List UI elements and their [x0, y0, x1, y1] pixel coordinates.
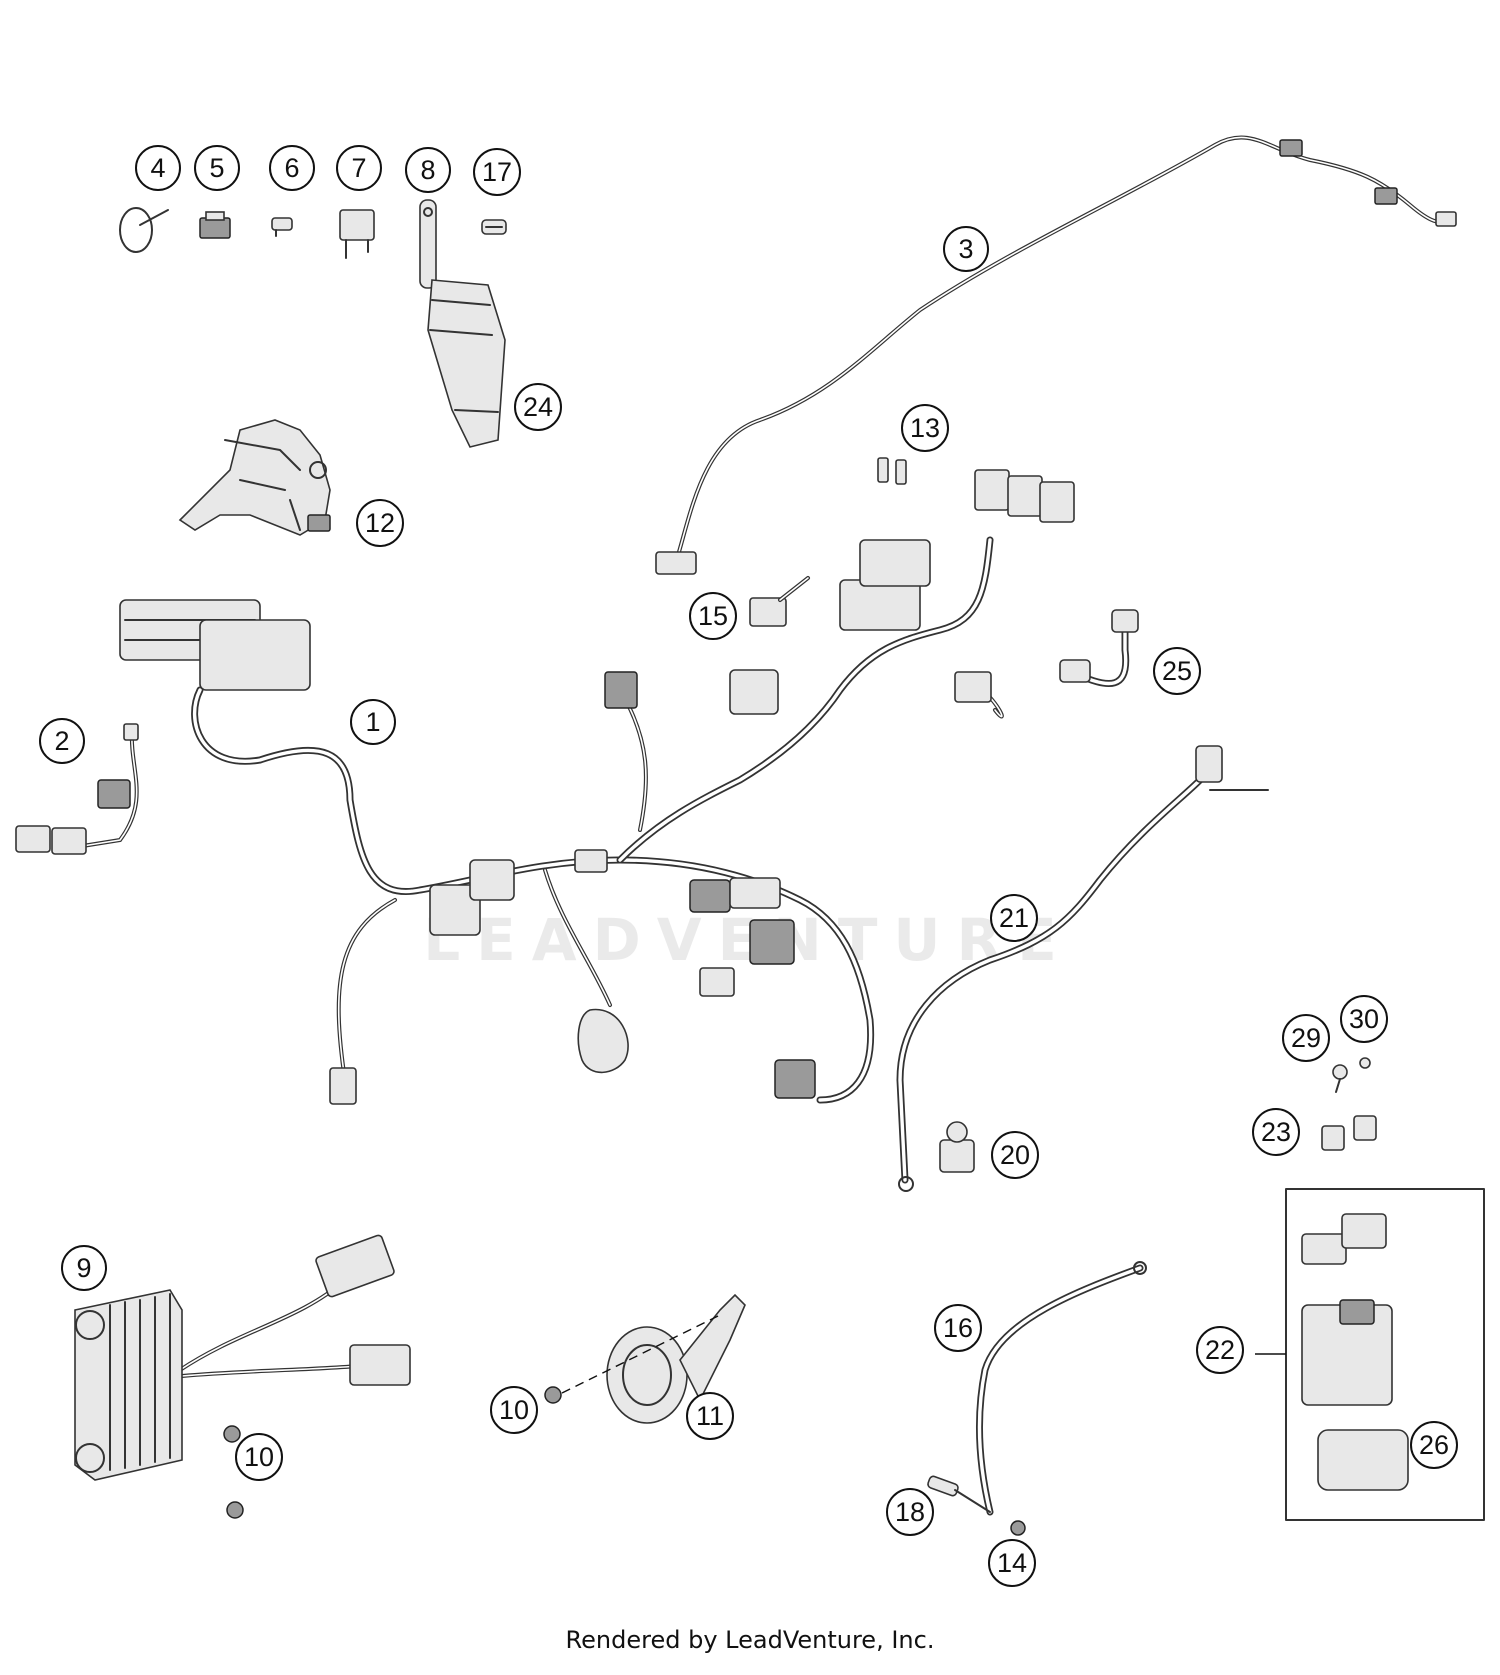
svg-text:23: 23 [1261, 1117, 1291, 1147]
callout-20[interactable]: 20 [991, 1131, 1039, 1179]
svg-text:25: 25 [1162, 656, 1192, 686]
callout-1[interactable]: 1 [350, 699, 396, 745]
callout-23[interactable]: 23 [1252, 1108, 1300, 1156]
svg-text:8: 8 [420, 155, 435, 185]
boot-cable-part [1059, 609, 1139, 687]
battery-cable-21 [896, 745, 1269, 1192]
svg-text:4: 4 [150, 153, 165, 183]
svg-text:18: 18 [895, 1497, 925, 1527]
svg-text:24: 24 [523, 392, 553, 422]
callout-17[interactable]: 14 [988, 1539, 1036, 1587]
screw-part [1332, 1064, 1348, 1093]
terminal-nut-part [939, 1121, 975, 1173]
callout-5[interactable]: 5 [194, 145, 240, 191]
svg-text:15: 15 [698, 601, 728, 631]
svg-text:1: 1 [365, 707, 380, 737]
terminal-pins-part [877, 457, 907, 485]
callout-26[interactable]: 26 [1410, 1421, 1458, 1469]
callout-6[interactable]: 6 [269, 145, 315, 191]
svg-text:13: 13 [910, 413, 940, 443]
main-wiring-harness [119, 469, 1075, 1105]
callout-3[interactable]: 3 [943, 226, 989, 272]
svg-text:22: 22 [1205, 1335, 1235, 1365]
svg-text:7: 7 [351, 153, 366, 183]
svg-text:6: 6 [284, 153, 299, 183]
svg-text:26: 26 [1419, 1430, 1449, 1460]
bulb-socket-part [481, 219, 507, 235]
connector-lead-part [749, 576, 810, 627]
callout-10-horn[interactable]: 10 [490, 1386, 538, 1434]
cable-tie-part [119, 207, 169, 253]
callout-4[interactable]: 4 [135, 145, 181, 191]
callout-14[interactable]: 17 [473, 148, 521, 196]
callout-7[interactable]: 7 [336, 145, 382, 191]
callout-22[interactable]: 22 [1196, 1326, 1244, 1374]
svg-text:5: 5 [209, 153, 224, 183]
callout-8[interactable]: 8 [405, 147, 451, 193]
rubber-clip-part [1321, 1115, 1377, 1151]
voltage-regulator-part [74, 1234, 411, 1481]
callout-30[interactable]: 30 [1340, 995, 1388, 1043]
svg-text:29: 29 [1291, 1023, 1321, 1053]
svg-text:11: 11 [696, 1401, 724, 1431]
callout-10-regulator[interactable]: 10 [235, 1433, 283, 1481]
washer-part [1359, 1057, 1371, 1069]
cable-3 [655, 135, 1457, 575]
horn-part [561, 1293, 746, 1424]
callout-29[interactable]: 29 [1282, 1014, 1330, 1062]
callout-18[interactable]: 18 [886, 1488, 934, 1536]
svg-text:14: 14 [997, 1548, 1027, 1578]
svg-text:16: 16 [943, 1313, 973, 1343]
connector-plug-part [199, 211, 231, 239]
callout-11[interactable]: 11 [686, 1392, 734, 1440]
fuse-puller-part [419, 199, 437, 289]
svg-text:12: 12 [365, 508, 395, 538]
electronics-cover-part [427, 279, 506, 448]
sub-harness-part [15, 723, 139, 855]
callout-21[interactable]: 21 [990, 894, 1038, 942]
callout-16[interactable]: 16 [934, 1304, 982, 1352]
svg-text:20: 20 [1000, 1140, 1030, 1170]
svg-text:30: 30 [1349, 1004, 1379, 1034]
watermark-text: LEADVENTURE [423, 906, 1073, 974]
svg-text:21: 21 [999, 903, 1029, 933]
callout-24[interactable]: 24 [514, 383, 562, 431]
callout-2[interactable]: 2 [39, 718, 85, 764]
svg-text:9: 9 [76, 1253, 91, 1283]
svg-text:2: 2 [54, 726, 69, 756]
callout-13[interactable]: 13 [901, 404, 949, 452]
relay-kit-box [1255, 1188, 1485, 1521]
callout-25[interactable]: 25 [1153, 647, 1201, 695]
relay-part [339, 209, 375, 259]
callout-12[interactable]: 12 [356, 499, 404, 547]
ground-cable-part [927, 1261, 1147, 1536]
svg-text:10: 10 [499, 1395, 529, 1425]
mounting-bracket-part [178, 419, 331, 536]
callout-15[interactable]: 15 [689, 592, 737, 640]
svg-text:3: 3 [958, 234, 973, 264]
nut-part [223, 1386, 562, 1519]
callout-9[interactable]: 9 [61, 1245, 107, 1291]
rendered-by-footer: Rendered by LeadVenture, Inc. [565, 1626, 935, 1654]
svg-text:17: 17 [482, 157, 512, 187]
fuse-part [271, 217, 293, 237]
svg-text:10: 10 [244, 1442, 274, 1472]
